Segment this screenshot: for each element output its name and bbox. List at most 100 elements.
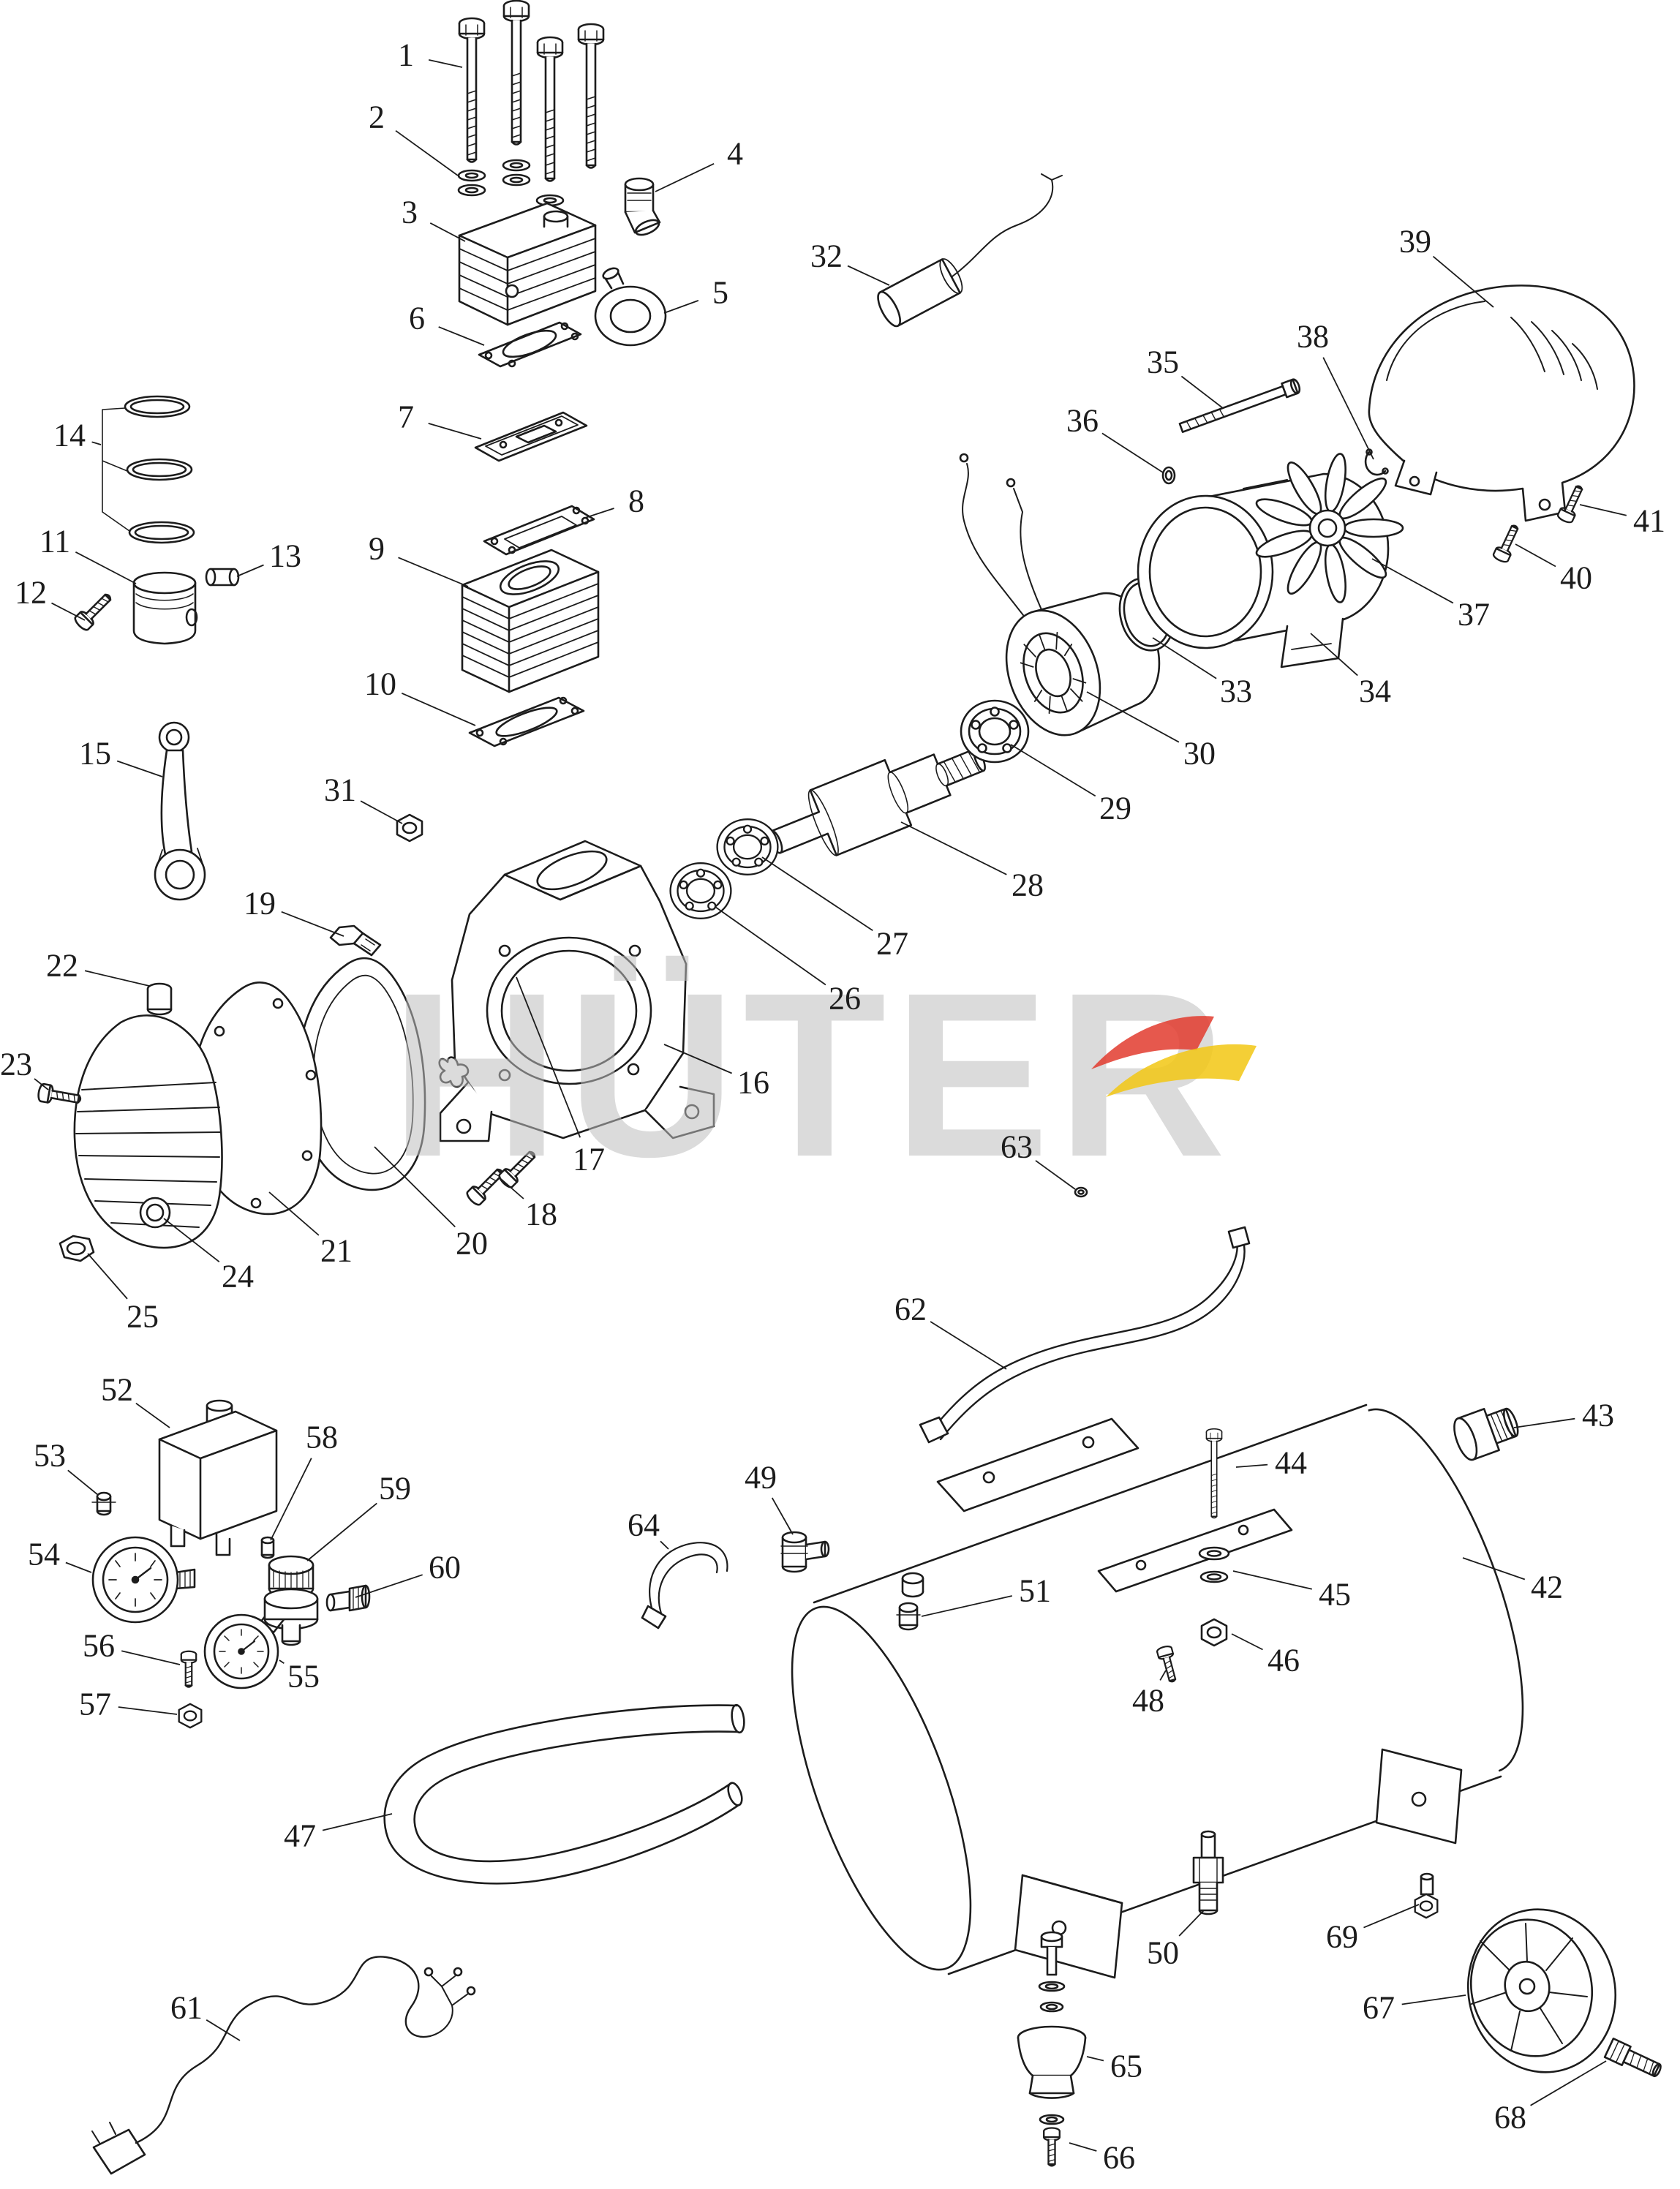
part-bearing-mid [716, 818, 779, 875]
callout-label-16: 16 [737, 1065, 769, 1101]
callout-leader-52 [135, 1402, 170, 1428]
callout-leader-62 [930, 1321, 1007, 1370]
part-fan [1255, 453, 1404, 603]
callout-label-62: 62 [894, 1292, 927, 1327]
part-fill-plug [329, 924, 382, 957]
part-bearing-rear [960, 699, 1030, 764]
part-piston-pin [205, 568, 240, 587]
callout-leader-68 [1530, 2060, 1607, 2106]
part-safety-valve [780, 1531, 830, 1573]
part-wheel [1466, 1908, 1617, 2073]
callout-label-55: 55 [287, 1659, 320, 1695]
callout-leader-55 [279, 1659, 285, 1664]
callout-label-25: 25 [127, 1299, 159, 1335]
callout-leader-31 [360, 800, 403, 824]
callout-label-56: 56 [83, 1628, 115, 1664]
callout-label-61: 61 [170, 1990, 203, 2026]
callout-leader-13 [236, 564, 264, 577]
part-gauge-nut [178, 1703, 203, 1729]
callout-label-2: 2 [369, 99, 385, 135]
callout-leader-44 [1235, 1463, 1268, 1468]
callout-leader-24 [163, 1218, 220, 1263]
callout-leader-11 [75, 551, 137, 584]
callout-leader-21 [268, 1191, 320, 1236]
part-bearing-front [669, 862, 732, 919]
callout-leader-42 [1462, 1557, 1526, 1580]
part-cylinder-head [458, 202, 597, 326]
part-crankcase-cover [73, 982, 223, 1249]
part-elbow-fitting [624, 177, 661, 236]
callout-leader-10 [401, 692, 476, 726]
part-unloader-tube [641, 1542, 728, 1629]
callout-label-24: 24 [222, 1259, 254, 1295]
part-mount-nut [1200, 1618, 1228, 1647]
callout-label-20: 20 [456, 1226, 488, 1262]
callout-leader-64 [660, 1540, 669, 1550]
callout-label-51: 51 [1019, 1573, 1051, 1609]
callout-leader-14 [91, 441, 102, 445]
callout-leader-54 [65, 1561, 92, 1573]
callout-label-59: 59 [379, 1471, 411, 1507]
callout-leader-25 [87, 1253, 128, 1300]
callout-label-63: 63 [1001, 1129, 1033, 1165]
callout-label-21: 21 [320, 1233, 353, 1269]
callout-leader-22 [84, 970, 150, 987]
callout-label-4: 4 [727, 136, 743, 172]
callout-label-22: 22 [46, 948, 78, 984]
callout-label-35: 35 [1147, 344, 1179, 380]
part-retaining-clip [1364, 448, 1389, 476]
part-connecting-rod [154, 721, 206, 901]
callout-leader-34 [1310, 633, 1358, 677]
callout-label-10: 10 [364, 666, 396, 702]
callout-leader-32 [847, 265, 890, 286]
part-piston [132, 571, 198, 645]
callout-label-14: 14 [53, 418, 86, 453]
callout-leader-19 [281, 911, 344, 937]
part-piston-rings [102, 395, 195, 544]
callout-label-26: 26 [829, 981, 861, 1017]
callout-leader-9 [398, 557, 469, 587]
callout-leader-51 [921, 1595, 1012, 1617]
callout-label-13: 13 [269, 538, 301, 574]
part-motor-bolt [1178, 378, 1301, 433]
brand-flag-red [1091, 1016, 1214, 1069]
callout-label-36: 36 [1066, 403, 1099, 439]
callout-leader-39 [1432, 255, 1494, 308]
callout-leader-12 [51, 602, 86, 621]
callout-label-43: 43 [1582, 1398, 1614, 1433]
part-mount-washers [1198, 1546, 1230, 1583]
callout-label-69: 69 [1326, 1919, 1358, 1955]
callout-label-30: 30 [1183, 736, 1216, 772]
callout-label-33: 33 [1220, 674, 1252, 709]
part-tank-plug [1453, 1407, 1519, 1461]
callout-label-68: 68 [1494, 2100, 1526, 2136]
callout-label-65: 65 [1110, 2049, 1142, 2084]
callout-leader-58 [270, 1458, 312, 1541]
part-oil-drain-plug [59, 1235, 95, 1262]
callout-label-6: 6 [409, 301, 425, 336]
callout-leader-47 [322, 1813, 393, 1831]
callout-leader-7 [428, 423, 482, 440]
callout-label-40: 40 [1560, 560, 1592, 596]
callout-leader-26 [715, 906, 826, 986]
callout-leader-17 [516, 976, 581, 1138]
part-nut [396, 813, 423, 843]
part-gauge-large [91, 1536, 196, 1624]
callout-leader-63 [1035, 1160, 1076, 1190]
part-drain-valve [1192, 1830, 1224, 1915]
callout-leader-6 [438, 326, 485, 346]
callout-label-54: 54 [28, 1537, 60, 1572]
callout-leader-16 [663, 1044, 732, 1074]
part-intake-filter [594, 267, 667, 347]
part-gauge-small [203, 1606, 287, 1689]
brand-watermark: HÜTER [391, 943, 1257, 1205]
callout-leader-65 [1086, 2056, 1104, 2062]
callout-label-60: 60 [429, 1550, 461, 1586]
callout-label-11: 11 [39, 524, 70, 560]
callout-label-49: 49 [745, 1460, 777, 1496]
part-cylinder-gasket-bottom [468, 696, 585, 747]
callout-leader-27 [761, 856, 873, 932]
callout-label-8: 8 [628, 483, 644, 519]
callout-label-5: 5 [712, 275, 728, 311]
